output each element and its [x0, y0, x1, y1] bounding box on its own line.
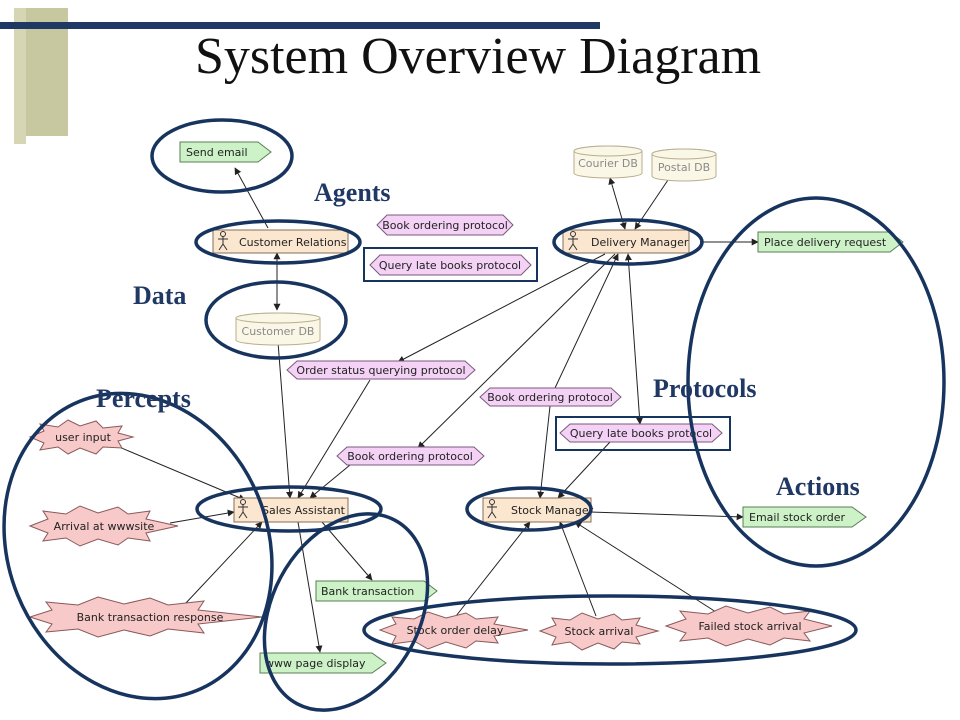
edge-bookordering-mid-dm: [554, 253, 619, 389]
bank-transaction-label: Bank transaction: [321, 585, 414, 598]
stock-arrival-label: Stock arrival: [565, 625, 634, 638]
ring-outputs: [262, 512, 430, 712]
action-place-delivery: Place delivery request: [757, 231, 904, 253]
data-store-postal-db: Postal DB: [651, 148, 717, 182]
percept-stock-delay: Stock order delay: [378, 611, 529, 650]
protocol-book-ordering-low: Book ordering protocol: [336, 446, 485, 466]
person-icon: [238, 499, 248, 519]
person-icon: [487, 499, 497, 519]
percept-failed-stock: Failed stock arrival: [664, 605, 833, 647]
protocol-query-late-mid: Query late books protocol: [559, 423, 723, 443]
agent-delivery-manager: Delivery Manager: [562, 229, 690, 254]
email-stock-label: Email stock order: [749, 511, 846, 524]
bank-response-label: Bank transaction response: [77, 611, 224, 624]
protocol-order-status: Order status querying protocol: [286, 360, 476, 380]
ring-stock-manager: [465, 486, 593, 532]
query-late-top-label: Query late books protocol: [379, 259, 521, 272]
action-www-page: www page display: [259, 652, 387, 674]
edge-orderstatus-sa: [297, 379, 371, 499]
agent-stock-manager: Stock Manager: [482, 497, 594, 523]
www-page-label: www page display: [265, 657, 366, 670]
header-accent-bar: [0, 22, 600, 29]
edge-bookordering-mid-sm: [537, 405, 551, 499]
book-ordering-top-label: Book ordering protocol: [382, 219, 508, 232]
ring-customer-db: [204, 280, 348, 360]
query-late-mid-label: Query late books protocol: [570, 427, 712, 440]
stock-manager-label: Stock Manager: [511, 504, 594, 517]
protocol-highlight-box-mid: [555, 416, 731, 451]
data-store-customer-db: Customer DB: [235, 312, 321, 346]
user-input-label: user input: [55, 431, 111, 444]
label-actions: Actions: [776, 472, 860, 501]
agent-customer-relations: Customer Relations: [212, 229, 349, 254]
edge-bankresponse-sa: [184, 521, 263, 605]
protocol-book-ordering-top: Book ordering protocol: [376, 214, 514, 236]
agent-sales-assistant: Sales Assistant: [233, 497, 349, 523]
ring-customer-relations: [194, 219, 362, 265]
customer-db-label: Customer DB: [242, 325, 315, 338]
side-block-shadow: [14, 8, 26, 144]
send-email-label: Send email: [186, 146, 248, 159]
edge-dm-orderstatus: [397, 253, 606, 363]
percept-bank-response: Bank transaction response: [28, 596, 263, 638]
ring-percepts: [2, 391, 274, 701]
edge-sa-wwwpage: [297, 521, 323, 653]
ring-delivery-manager: [552, 218, 704, 266]
order-status-label: Order status querying protocol: [296, 364, 465, 377]
book-ordering-mid-label: Book ordering protocol: [487, 391, 613, 404]
percept-stock-arrival: Stock arrival: [538, 612, 660, 651]
edge-customerdb-sa: [277, 341, 294, 499]
label-agents: Agents: [314, 178, 391, 207]
edge-cr-sendemail: [234, 167, 269, 229]
edges: [111, 167, 759, 653]
failed-stock-label: Failed stock arrival: [698, 620, 801, 633]
edge-querylate-mid-sm: [557, 441, 611, 499]
data-store-courier-db: Courier DB: [573, 145, 643, 179]
ring-stock-percepts: [362, 594, 858, 666]
label-percepts: Percepts: [96, 384, 191, 413]
edge-userinput-sa: [111, 443, 246, 501]
protocol-book-ordering-mid: Book ordering protocol: [479, 387, 622, 407]
action-email-stock: Email stock order: [742, 506, 867, 528]
postal-db-label: Postal DB: [658, 161, 710, 174]
person-icon: [218, 231, 228, 251]
book-ordering-low-label: Book ordering protocol: [347, 450, 473, 463]
percept-arrival: Arrival at wwwsite: [28, 505, 179, 547]
courier-db-label: Courier DB: [578, 157, 638, 170]
edge-stockdelay-sm: [455, 521, 531, 617]
person-icon: [568, 231, 578, 251]
stock-delay-label: Stock order delay: [407, 624, 504, 637]
edge-bookordering-low-sa: [309, 464, 351, 499]
customer-relations-label: Customer Relations: [239, 236, 347, 249]
edge-dm-bookordering-low: [417, 253, 616, 449]
delivery-manager-label: Delivery Manager: [591, 236, 689, 249]
edge-stockarrival-sm: [558, 521, 597, 617]
protocol-highlight-box-top: [363, 247, 538, 282]
place-delivery-label: Place delivery request: [764, 236, 887, 249]
ring-send-email: [150, 118, 294, 194]
sales-assistant-label: Sales Assistant: [262, 504, 346, 517]
edge-sm-emailstock: [589, 511, 744, 521]
highlight-rings: [2, 118, 946, 712]
ring-sales-assistant: [195, 485, 383, 533]
edge-dm-querylate-mid: [624, 253, 644, 425]
label-data: Data: [133, 281, 186, 310]
action-bank-transaction: Bank transaction: [315, 580, 438, 602]
label-protocols: Protocols: [653, 374, 757, 403]
action-send-email: Send email: [179, 141, 272, 163]
edge-sa-banktransaction: [321, 521, 373, 581]
percept-user-input: user input: [28, 419, 135, 455]
ring-actions: [686, 196, 946, 568]
arrival-label: Arrival at wwwsite: [54, 520, 155, 533]
page-title: System Overview Diagram: [195, 28, 761, 85]
protocol-query-late-top: Query late books protocol: [369, 254, 532, 276]
